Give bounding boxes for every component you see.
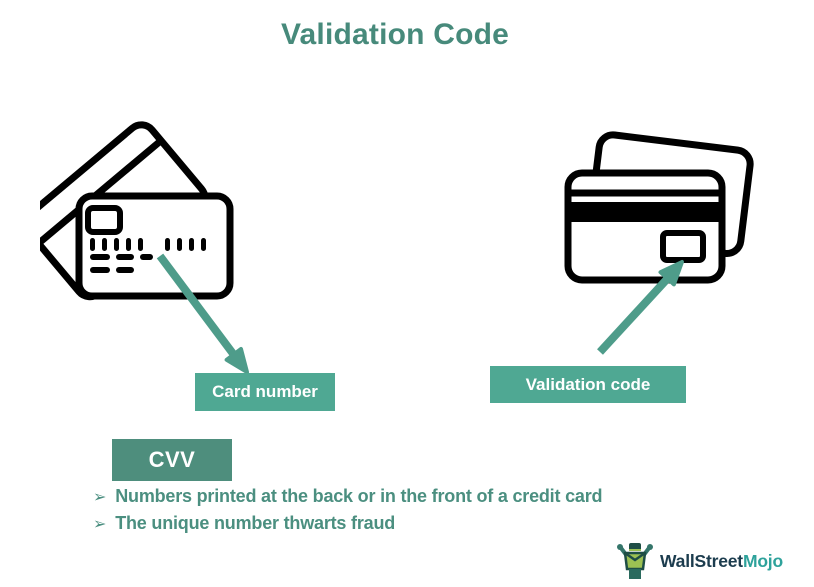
- card-number-arrow-icon: [156, 253, 249, 374]
- credit-card-back-icon: [564, 131, 754, 284]
- brand-primary: WallStreet: [660, 550, 743, 571]
- bullet-list: ➢ Numbers printed at the back or in the …: [93, 483, 743, 537]
- brand-secondary: Mojo: [742, 550, 783, 571]
- card-number-label: Card number: [195, 373, 335, 411]
- validation-code-arrow-icon: [597, 260, 684, 355]
- credit-card-front-icon: [40, 121, 234, 301]
- bullet-item: ➢ Numbers printed at the back or in the …: [93, 483, 743, 510]
- bullet-text: The unique number thwarts fraud: [115, 513, 396, 533]
- arrowhead-bullet-icon: ➢: [93, 514, 107, 533]
- cvv-label: CVV: [112, 439, 232, 481]
- wallstreetmojo-logo: WallStreetMojo: [614, 539, 783, 583]
- wallstreetmojo-wordmark: WallStreetMojo: [660, 551, 783, 572]
- bullet-item: ➢ The unique number thwarts fraud: [93, 510, 743, 537]
- page-title: Validation Code: [280, 18, 510, 51]
- validation-code-label: Validation code: [490, 366, 686, 403]
- bullet-text: Numbers printed at the back or in the fr…: [115, 486, 603, 506]
- wallstreetmojo-mascot-icon: [617, 543, 653, 579]
- arrowhead-bullet-icon: ➢: [93, 487, 107, 506]
